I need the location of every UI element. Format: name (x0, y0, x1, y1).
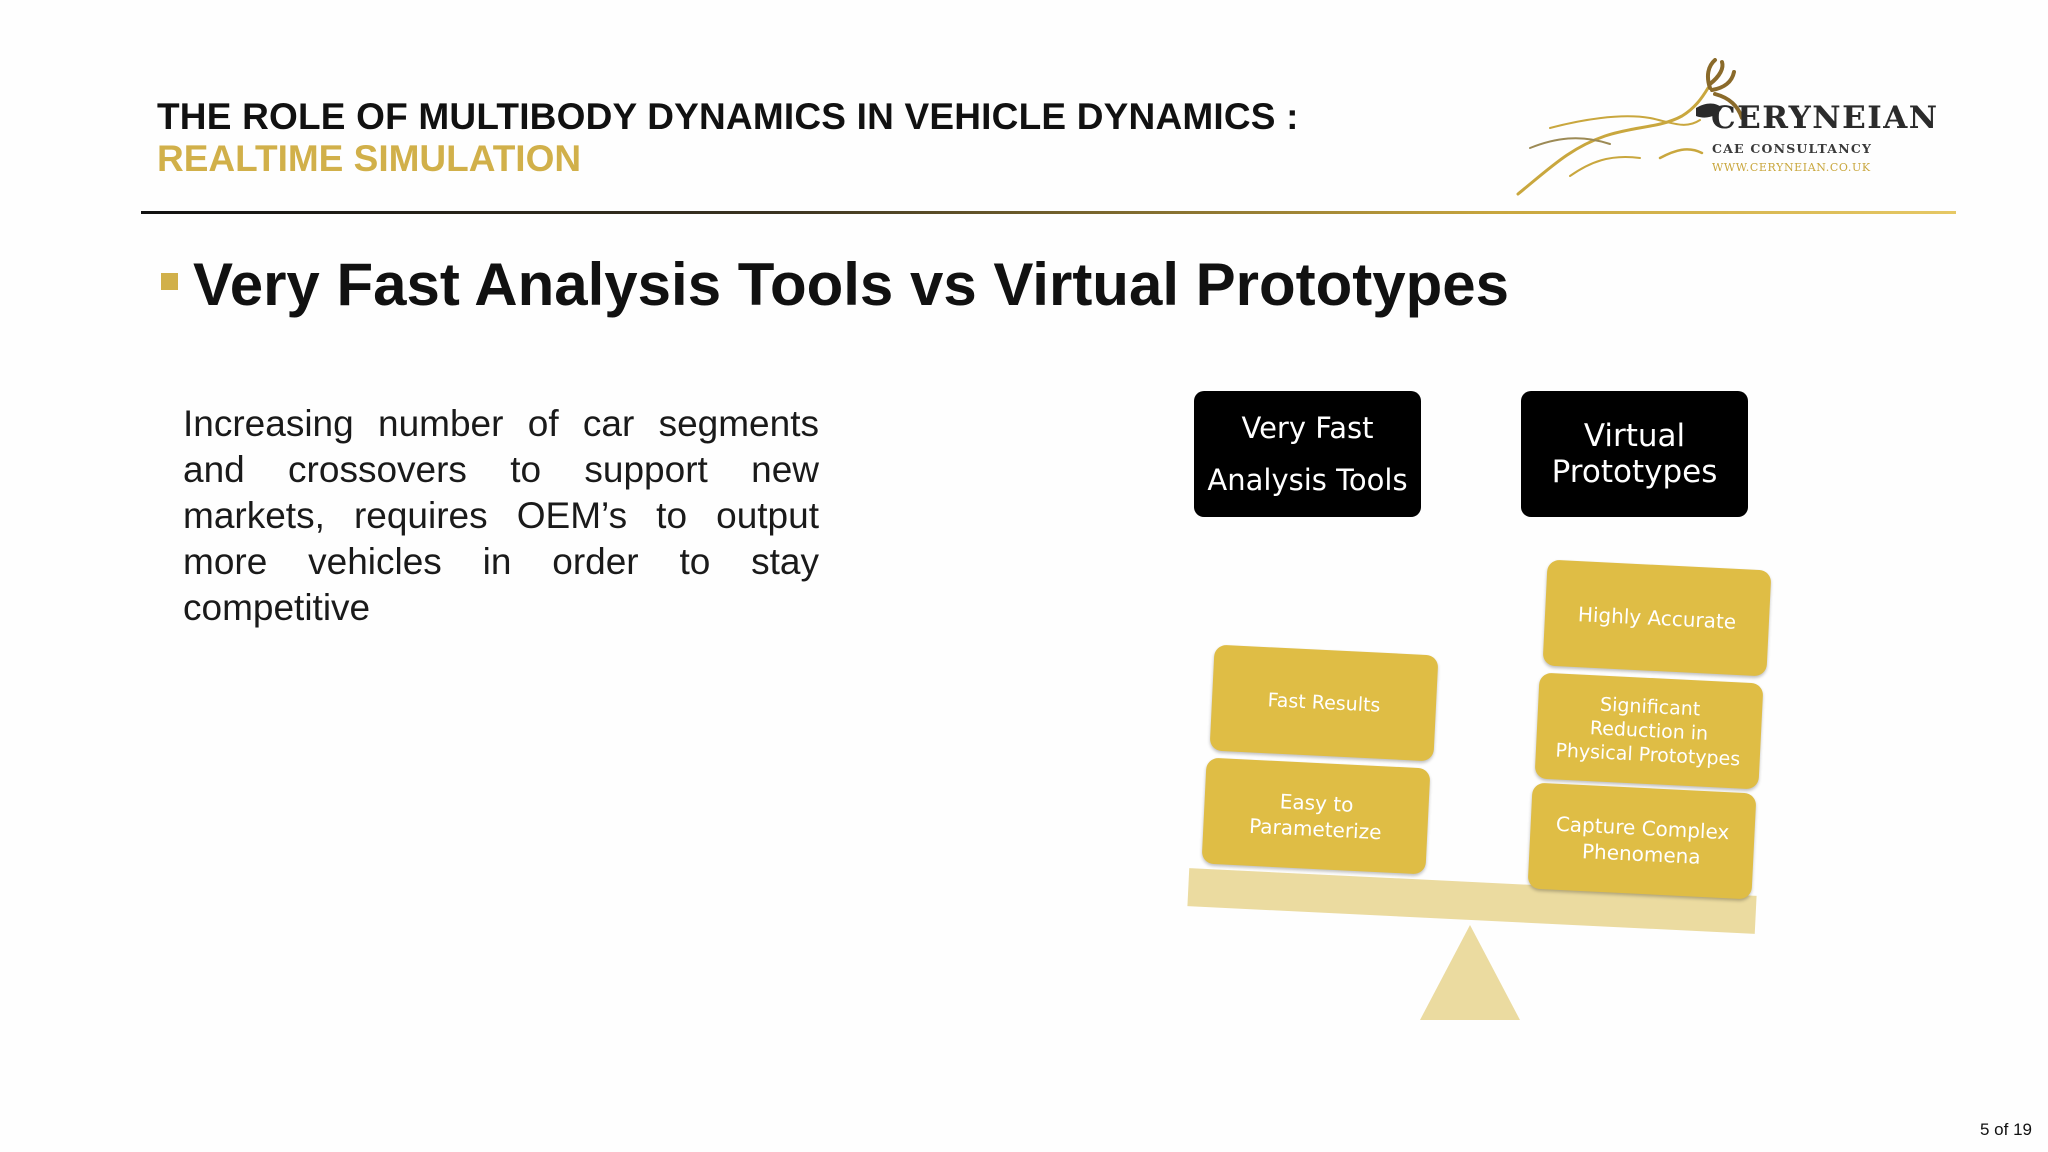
logo-tagline: CAE CONSULTANCY (1712, 141, 1873, 156)
body-paragraph: Increasing number of car segments and cr… (183, 403, 819, 628)
item-label: Significant Reduction in Physical Protot… (1554, 693, 1741, 771)
header-box-virtual-line2: Prototypes (1551, 454, 1718, 490)
item-highly-accurate: Highly Accurate (1542, 559, 1772, 677)
item-label: Capture Complex Phenomena (1555, 811, 1730, 869)
item-capture-complex-phenomena: Capture Complex Phenomena (1527, 782, 1757, 900)
logo-name: CERYNEIAN (1711, 100, 1939, 136)
bullet-square-icon (161, 273, 178, 290)
fulcrum-triangle-icon (1420, 925, 1520, 1020)
item-fast-results: Fast Results (1209, 644, 1439, 762)
logo-url: WWW.CERYNEIAN.CO.UK (1712, 161, 1871, 174)
header-box-fast-line1: Very Fast (1241, 411, 1374, 445)
slide-title: THE ROLE OF MULTIBODY DYNAMICS IN VEHICL… (157, 96, 1299, 137)
leaping-deer-icon (1516, 58, 1744, 196)
header-box-virtual-prototypes: Virtual Prototypes (1521, 391, 1748, 517)
bullet-heading: Very Fast Analysis Tools vs Virtual Prot… (193, 251, 1510, 318)
header-box-fast-line2: Analysis Tools (1207, 463, 1408, 497)
item-significant-reduction: Significant Reduction in Physical Protot… (1534, 672, 1764, 790)
slide-subtitle: REALTIME SIMULATION (157, 138, 582, 179)
page-indicator: 5 of 19 (1980, 1120, 2032, 1139)
item-label: Easy to Parameterize (1248, 789, 1383, 845)
header-box-fast-tools: Very Fast Analysis Tools (1194, 391, 1421, 517)
item-label: Fast Results (1267, 689, 1381, 717)
header-box-virtual-line1: Virtual (1583, 418, 1686, 454)
item-easy-to-parameterize: Easy to Parameterize (1201, 757, 1431, 875)
item-label: Highly Accurate (1577, 602, 1737, 634)
header-divider (141, 211, 1956, 214)
